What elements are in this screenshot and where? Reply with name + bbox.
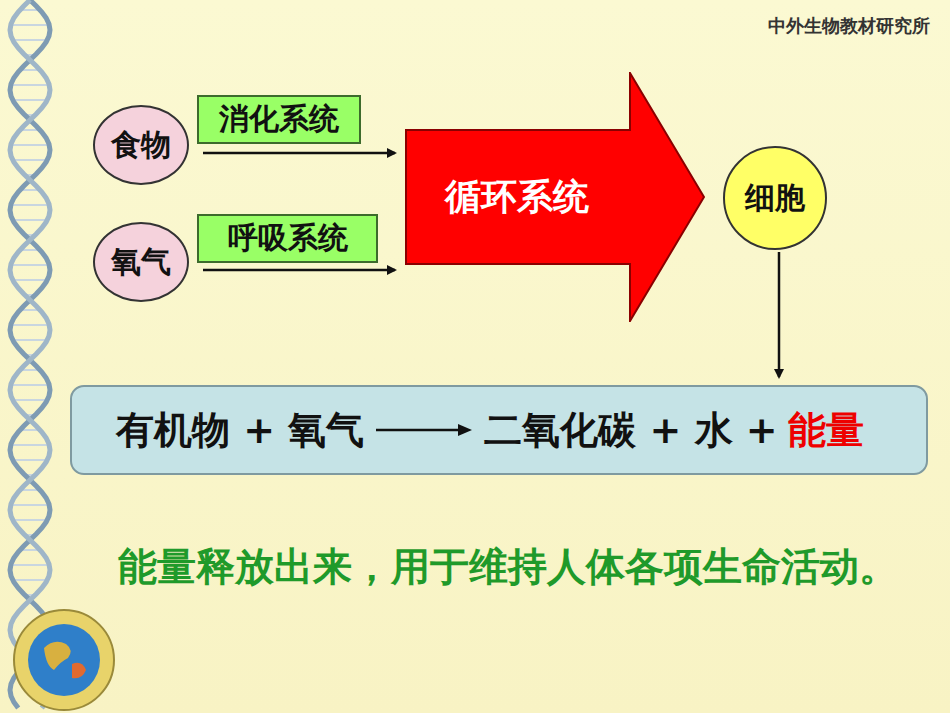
helix-rung bbox=[13, 519, 48, 521]
food-circle: 食物 bbox=[93, 105, 189, 185]
oxygen-circle: 氧气 bbox=[93, 222, 189, 302]
node-label: 循环系统 bbox=[445, 173, 589, 222]
helix-strand bbox=[10, 0, 50, 708]
helix-rung bbox=[13, 99, 48, 101]
flow-arrow bbox=[203, 152, 395, 155]
helix-rung bbox=[13, 159, 48, 161]
reaction-arrow bbox=[374, 420, 474, 440]
helix-rung bbox=[13, 219, 48, 221]
node-label: 呼吸系统 bbox=[228, 218, 348, 259]
helix-rung bbox=[13, 399, 48, 401]
dna-helix bbox=[10, 0, 50, 708]
flow-arrow bbox=[203, 269, 395, 272]
helix-rung bbox=[11, 504, 50, 506]
cell-circle: 细胞 bbox=[723, 146, 827, 250]
helix-rung bbox=[13, 279, 48, 281]
node-label: 氧气 bbox=[111, 242, 171, 283]
helix-rung bbox=[11, 144, 50, 146]
helix-strand bbox=[10, 0, 50, 708]
helix-rung bbox=[11, 384, 50, 386]
helix-rung bbox=[11, 444, 50, 446]
node-label: 消化系统 bbox=[219, 99, 339, 140]
helix-rung bbox=[13, 459, 48, 461]
logo-globe bbox=[14, 610, 114, 710]
node-label: 食物 bbox=[111, 125, 171, 166]
helix-rung bbox=[11, 24, 50, 26]
energy-term: 能量 bbox=[788, 405, 864, 456]
equation-term: 有机物 + 氧气 bbox=[116, 405, 364, 456]
header-watermark: 中外生物教材研究所 bbox=[768, 14, 930, 38]
helix-rung bbox=[11, 564, 50, 566]
node-label: 细胞 bbox=[745, 178, 805, 219]
helix-rung bbox=[13, 339, 48, 341]
equation-box: 有机物 + 氧气 二氧化碳 + 水 +能量 bbox=[70, 385, 928, 475]
caption: 能量释放出来，用于维持人体各项生命活动。 bbox=[118, 540, 898, 594]
system-box: 呼吸系统 bbox=[197, 214, 378, 263]
equation-term: 二氧化碳 + 水 + bbox=[484, 405, 777, 456]
helix-rung bbox=[11, 84, 50, 86]
helix-rung bbox=[11, 264, 50, 266]
circulation-arrow: 循环系统 bbox=[405, 72, 705, 322]
system-box: 消化系统 bbox=[197, 95, 361, 144]
helix-rung bbox=[13, 579, 48, 581]
flow-arrow bbox=[778, 252, 781, 377]
helix-rung bbox=[11, 324, 50, 326]
helix-rung bbox=[11, 204, 50, 206]
helix-rung bbox=[13, 39, 48, 41]
